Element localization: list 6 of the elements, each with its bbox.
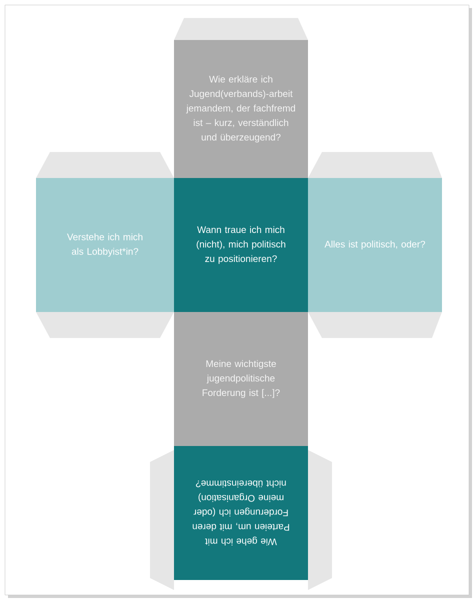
- cube-face: Meine wichtigste jugendpolitische Forderung ist [...]?: [174, 312, 308, 446]
- cube-face: Wie gehe ich mit Parteien um, mit deren Forderungen ich (oder meine Organisation) nicht übereinstimme?: [174, 446, 308, 580]
- cube-face: Wann traue ich mich (nicht), mich politisch zu positionieren?: [174, 178, 308, 312]
- cube-face: Wie erkläre ich Jugend(verbands)-arbeit jemandem, der fachfremd ist – kurz, verständlich und überzeugend?: [174, 40, 308, 178]
- cube-face: Alles ist politisch, oder?: [308, 178, 442, 312]
- cube-face: Verstehe ich mich als Lobbyist*in?: [36, 178, 174, 312]
